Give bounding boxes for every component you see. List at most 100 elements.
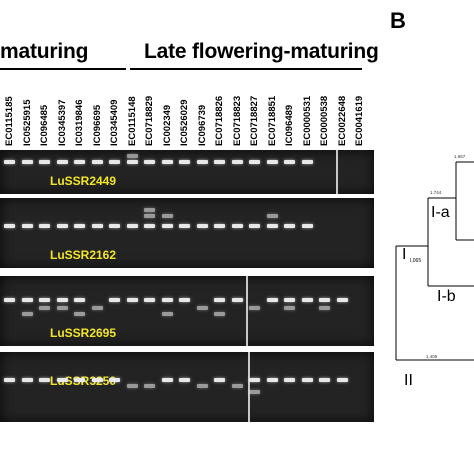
gel-band <box>91 306 103 310</box>
gel-band <box>144 214 155 218</box>
gel-panel-lussr2695: LuSSR2695 <box>0 276 374 346</box>
gel-band <box>4 378 15 382</box>
gel-band <box>301 160 313 164</box>
gel-band <box>74 312 85 316</box>
gel-band <box>284 224 295 228</box>
gel-band <box>196 306 208 310</box>
gel-band <box>74 160 85 164</box>
gel-band <box>144 298 155 302</box>
gel-band <box>284 306 295 310</box>
gel-band <box>249 378 260 382</box>
gel-band <box>266 160 278 164</box>
gel-band <box>266 298 278 302</box>
gel-panel-lussr2449: LuSSR2449 <box>0 150 374 194</box>
gel-band <box>109 160 120 164</box>
gel-band <box>56 160 68 164</box>
gel-band <box>21 312 33 316</box>
gel-band <box>21 160 33 164</box>
lane-label: IC096695 <box>91 104 103 146</box>
gel-band <box>231 298 243 302</box>
gel-band <box>266 214 278 218</box>
gel-band <box>39 306 50 310</box>
lane-label: EC0718829 <box>144 95 155 146</box>
lane-label: IC0345397 <box>56 99 68 146</box>
gel-panel-lussr2162: LuSSR2162 <box>0 198 374 268</box>
gel-band <box>74 378 85 382</box>
group-header-late: Late flowering-maturing <box>144 40 379 63</box>
gel-band <box>109 298 120 302</box>
gel-band <box>91 378 103 382</box>
gel-band <box>161 224 173 228</box>
group-header-early: maturing <box>0 40 89 63</box>
gel-band <box>144 384 155 388</box>
gel-panel-lussr3250: LuSSR3250 <box>0 352 374 422</box>
lane-label: IC0345409 <box>109 99 120 146</box>
gel-band <box>301 298 313 302</box>
gel-band <box>126 298 138 302</box>
gel-band <box>144 160 155 164</box>
gel-band <box>39 298 50 302</box>
gel-band <box>4 298 15 302</box>
gel-band <box>249 390 260 394</box>
gel-band <box>179 298 190 302</box>
clade-label-i: I <box>402 246 407 263</box>
gel-band <box>39 160 50 164</box>
lane-label: EC0000538 <box>319 95 330 146</box>
gel-band <box>126 154 138 158</box>
gel-band <box>161 160 173 164</box>
clade-label-ia: I-a <box>431 204 450 221</box>
lane-label: IC096485 <box>39 104 50 146</box>
gel-band <box>336 378 348 382</box>
gel-band <box>214 298 225 302</box>
gel-band <box>214 224 225 228</box>
lane-label: IC002349 <box>161 104 173 146</box>
gel-band <box>214 160 225 164</box>
gel-band <box>126 160 138 164</box>
gel-band <box>214 378 225 382</box>
gel-band <box>56 306 68 310</box>
gel-band <box>319 306 330 310</box>
gel-band <box>4 224 15 228</box>
gel-band <box>284 378 295 382</box>
gel-band <box>231 384 243 388</box>
group-underline-early <box>0 68 126 70</box>
gel-band <box>161 214 173 218</box>
gel-band <box>56 378 68 382</box>
gel-band <box>196 384 208 388</box>
gel-band <box>109 224 120 228</box>
lane-label: EC0718827 <box>249 95 260 146</box>
gel-band <box>196 224 208 228</box>
lane-label: EC0718826 <box>214 95 225 146</box>
gel-band <box>21 378 33 382</box>
gel-band <box>144 208 155 212</box>
gel-band <box>126 384 138 388</box>
gel-band <box>266 224 278 228</box>
lane-label: EC0022648 <box>336 95 348 146</box>
lane-label: IC0319846 <box>74 99 85 146</box>
clade-label-ib: I-b <box>437 288 456 305</box>
gel-band <box>231 160 243 164</box>
gel-divider <box>246 276 248 346</box>
gel-band <box>161 378 173 382</box>
gel-band <box>109 378 120 382</box>
lane-label: IC096489 <box>284 104 295 146</box>
marker-label-lussr2162: LuSSR2162 <box>50 248 117 262</box>
gel-band <box>4 160 15 164</box>
lane-label: EC0041619 <box>354 95 365 146</box>
gel-band <box>39 224 50 228</box>
gel-band <box>179 160 190 164</box>
gel-band <box>161 298 173 302</box>
gel-band <box>39 378 50 382</box>
lane-label: EC0115185 <box>4 96 15 146</box>
group-underline-late <box>130 68 362 70</box>
gel-band <box>249 224 260 228</box>
gel-divider <box>248 352 250 422</box>
lane-label: EC0000531 <box>301 95 313 146</box>
branch-length-label: 1.657 <box>454 154 466 159</box>
gel-band <box>91 224 103 228</box>
clade-sublabel-i: I,065 <box>410 258 422 264</box>
branch-length-label: 1.405 <box>426 354 438 359</box>
gel-band <box>161 312 173 316</box>
gel-band <box>91 160 103 164</box>
panel-letter-b: B <box>390 8 406 33</box>
